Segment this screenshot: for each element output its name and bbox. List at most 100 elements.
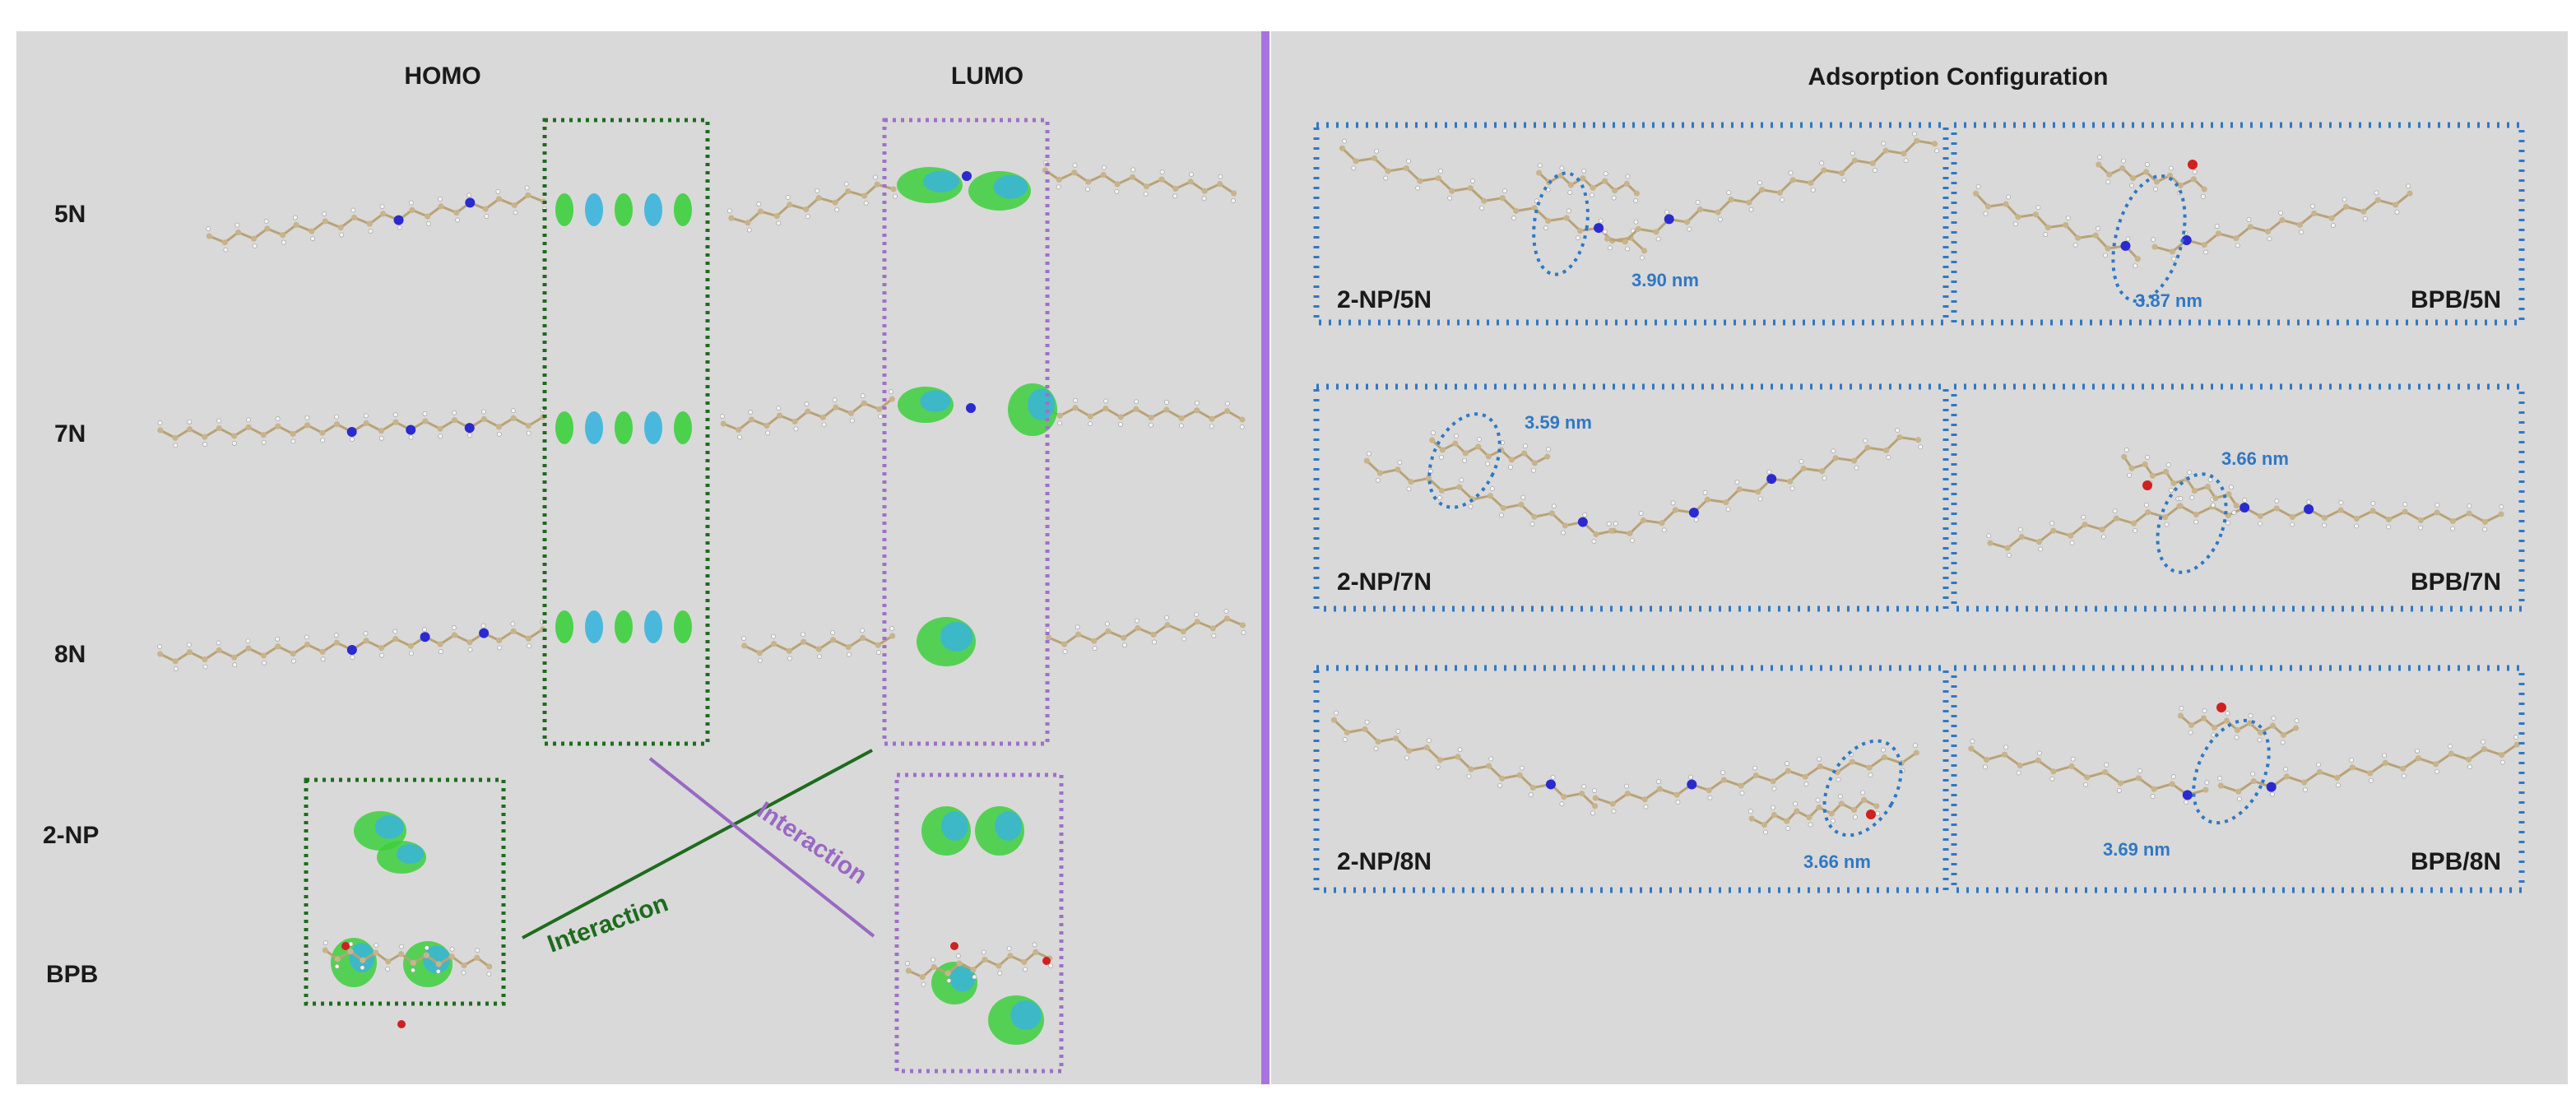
carbon-atom <box>1486 763 1492 769</box>
hydrogen-atom <box>1511 216 1516 220</box>
carbon-atom <box>525 635 532 642</box>
hydrogen-atom <box>486 972 492 977</box>
nitrogen-atom <box>2182 790 2193 800</box>
carbon-atom <box>425 213 431 220</box>
carbon-atom <box>1821 167 1827 174</box>
hydrogen-atom <box>379 652 385 658</box>
carbon-atom <box>1704 496 1710 503</box>
hydrogen-atom <box>475 948 480 953</box>
carbon-atom <box>1802 773 1808 780</box>
hydrogen-atom <box>834 207 840 212</box>
hydrogen-atom <box>1485 461 1490 466</box>
hydrogen-atom <box>2043 232 2049 237</box>
hydrogen-atom <box>350 207 356 213</box>
carbon-atom <box>437 425 443 432</box>
carbon-atom <box>2257 729 2264 736</box>
carbon-atom <box>1623 180 1630 187</box>
carbon-atom <box>1521 450 1528 457</box>
hydrogen-atom <box>2125 236 2131 242</box>
carbon-atom <box>1580 175 1586 182</box>
hydrogen-atom <box>2200 193 2206 199</box>
carbon-atom <box>334 956 341 963</box>
carbon-atom <box>2068 763 2075 770</box>
carbon-atom <box>1531 513 1538 520</box>
carbon-atom <box>1455 754 1461 760</box>
hydrogen-atom <box>1406 158 1411 164</box>
hydrogen-atom <box>2500 759 2505 765</box>
hydrogen-atom <box>1223 609 1229 614</box>
hydrogen-atom <box>1810 188 1816 193</box>
hydrogen-atom <box>2133 263 2138 269</box>
hydrogen-atom <box>2069 540 2075 545</box>
hydrogen-atom <box>2354 523 2360 529</box>
carbon-atom <box>720 420 726 427</box>
carbon-atom <box>2301 779 2308 786</box>
carbon-atom <box>1143 183 1150 190</box>
hydrogen-atom <box>2370 501 2376 506</box>
hydrogen-atom <box>2188 730 2193 735</box>
carbon-atom <box>1475 443 1482 450</box>
orbital-lobe <box>644 610 662 643</box>
hydrogen-atom <box>2418 525 2424 531</box>
hydrogen-atom <box>304 634 309 640</box>
hydrogen-atom <box>2322 522 2328 528</box>
nitrogen-atom <box>2239 503 2250 513</box>
hydrogen-atom <box>1383 175 1389 181</box>
carbon-atom <box>2402 508 2408 515</box>
carbon-atom <box>1641 796 1648 803</box>
carbon-atom <box>2018 533 2025 540</box>
hydrogen-atom <box>1559 801 1565 807</box>
carbon-atom <box>1056 176 1062 183</box>
carbon-atom <box>1882 447 1890 453</box>
hydrogen-atom <box>368 229 374 234</box>
hydrogen-atom <box>771 633 776 639</box>
hydrogen-atom <box>234 222 240 228</box>
carbon-atom <box>496 637 503 644</box>
carbon-atom <box>1794 808 1800 814</box>
hydrogen-atom <box>1757 496 1763 502</box>
hydrogen-atom <box>847 652 852 657</box>
carbon-atom <box>1776 189 1784 196</box>
carbon-atom <box>847 410 855 417</box>
carbon-atom <box>748 416 755 423</box>
carbon-atom <box>1752 772 1759 779</box>
homo-pollutant-box <box>304 777 506 1006</box>
carbon-atom <box>1201 188 1208 194</box>
carbon-atom <box>2151 244 2158 250</box>
carbon-atom <box>2135 775 2142 782</box>
hydrogen-atom <box>467 647 473 652</box>
hydrogen-atom <box>1785 826 1791 831</box>
carbon-atom <box>231 654 238 661</box>
hydrogen-atom <box>746 227 752 233</box>
carbon-atom <box>2200 715 2207 721</box>
nitrogen-atom <box>406 424 416 435</box>
hydrogen-atom <box>1479 205 1485 211</box>
carbon-atom <box>1529 784 1536 791</box>
hydrogen-atom <box>2105 179 2111 184</box>
carbon-atom <box>945 970 951 977</box>
hydrogen-atom <box>1918 444 1924 450</box>
hydrogen-atom <box>262 660 267 666</box>
hydrogen-atom <box>2103 253 2108 258</box>
carbon-atom <box>1860 796 1868 803</box>
panel-label-bpb-7n: BPB/7N <box>2411 568 2501 596</box>
carbon-atom <box>511 202 518 209</box>
carbon-atom <box>1800 465 1807 472</box>
carbon-atom <box>1239 416 1246 423</box>
hydrogen-atom <box>1873 168 1877 174</box>
distance-label-bpb-8n: 3.69 nm <box>2103 839 2170 860</box>
carbon-atom <box>186 649 193 656</box>
hydrogen-atom <box>1497 782 1502 788</box>
carbon-atom <box>996 963 1002 969</box>
hydrogen-atom <box>2402 502 2408 507</box>
hydrogen-atom <box>765 430 771 436</box>
carbon-atom <box>1021 958 1028 966</box>
carbon-atom <box>2369 508 2376 514</box>
hydrogen-atom <box>1118 422 1123 427</box>
hydrogen-atom <box>1224 401 1230 406</box>
carbon-atom <box>1873 803 1880 810</box>
hydrogen-atom <box>1725 507 1731 513</box>
carbon-atom <box>482 206 489 212</box>
carbon-atom <box>1437 757 1443 763</box>
hydrogen-atom <box>1860 790 1865 796</box>
